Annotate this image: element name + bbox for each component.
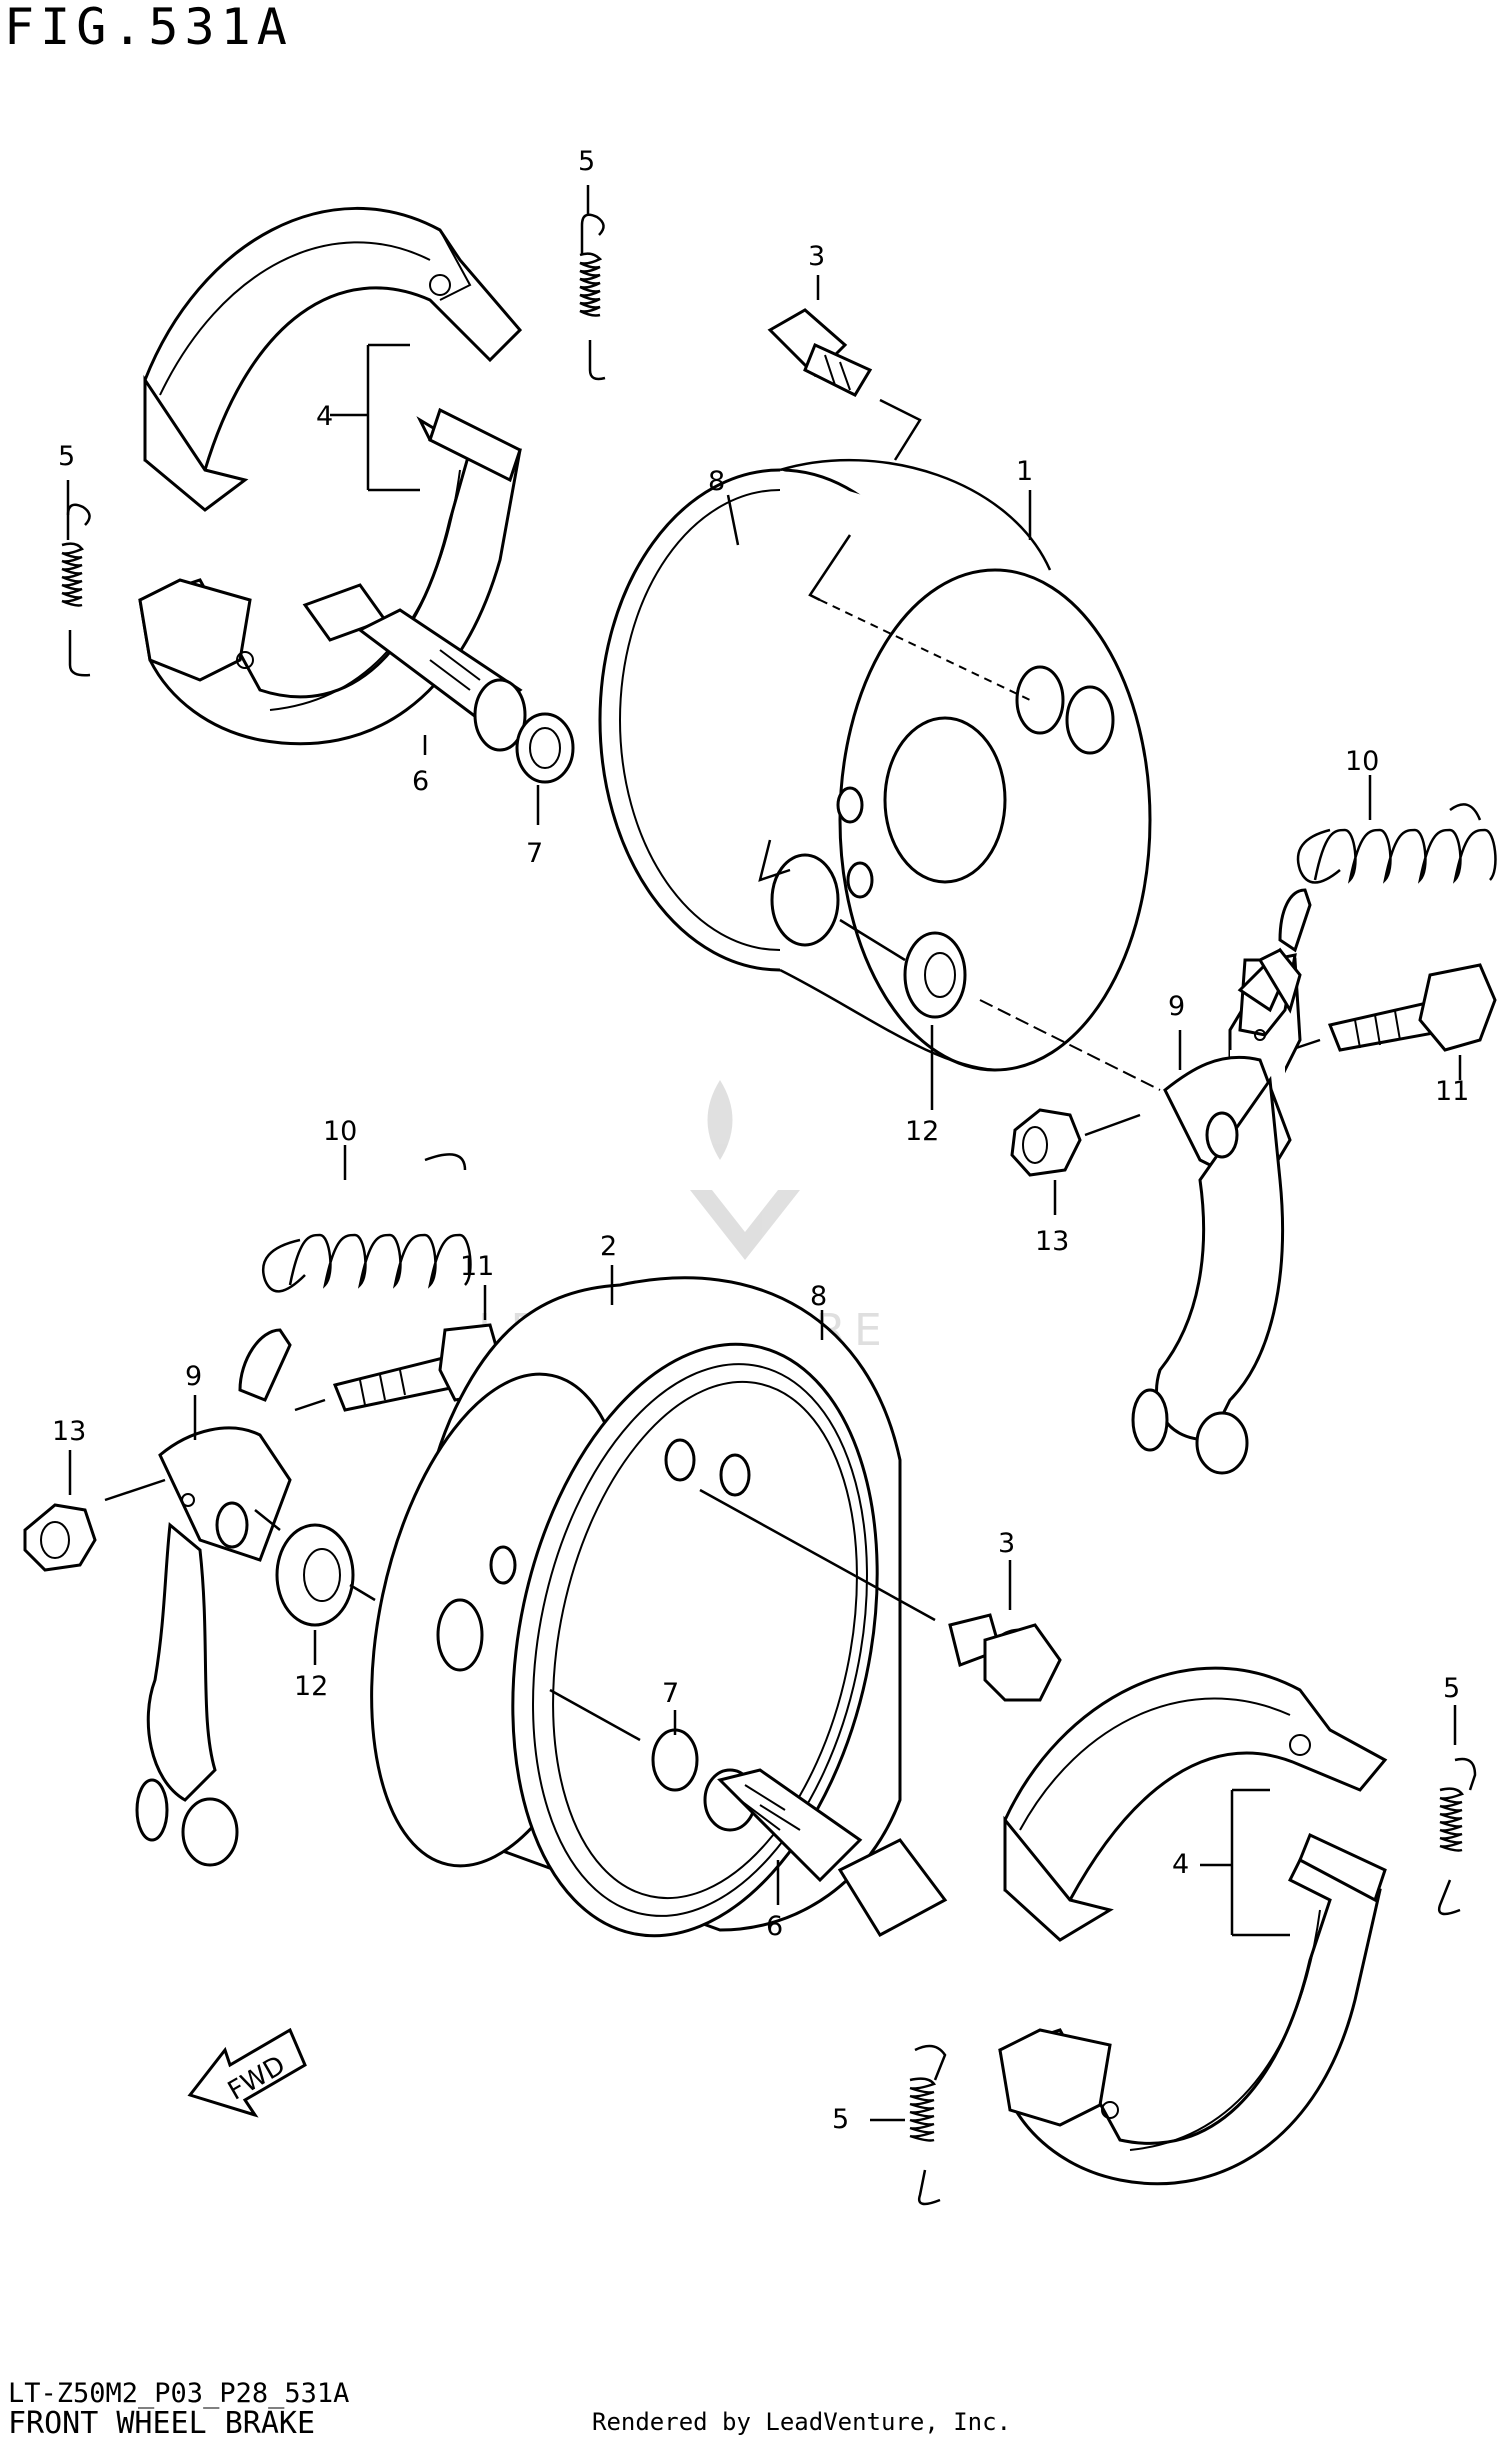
leader-4-a: [330, 343, 420, 492]
brake-shoe-upper-right: [1003, 1666, 1388, 1942]
figure-title: FIG.531A: [4, 0, 293, 56]
callout-11-b: 11: [460, 1251, 494, 1282]
nut-13-b: [23, 1503, 97, 1572]
drawing-code: LT-Z50M2_P03_P28_531A: [8, 2378, 350, 2409]
callout-4-b: 4: [1172, 1849, 1189, 1880]
guide-line-3-b: [699, 1488, 936, 1622]
guide-line-7-b: [549, 1688, 641, 1742]
callout-7-a: 7: [526, 838, 543, 869]
brake-shoe-lower-right: [998, 1832, 1387, 2186]
bolt-11-a: [1327, 963, 1497, 1052]
spring-5-b: [61, 503, 91, 677]
spring-10-b: [262, 1153, 472, 1293]
callout-5-c: 5: [1443, 1673, 1460, 1704]
callout-13-b: 13: [52, 1416, 86, 1447]
cam-lever-9-a: [1131, 888, 1312, 1475]
spring-5-a: [579, 213, 606, 381]
callout-2: 2: [600, 1231, 617, 1262]
callout-5-a: 5: [578, 146, 595, 177]
guide-dashed-line: [819, 599, 1031, 701]
leader-8-a-bracket: [808, 534, 852, 602]
callout-7-b: 7: [662, 1678, 679, 1709]
leader-13-a-line: [1084, 1113, 1141, 1137]
callout-10-a: 10: [1345, 746, 1379, 777]
figure-caption: FRONT WHEEL BRAKE: [8, 2406, 316, 2441]
bolt-3-a: [767, 308, 873, 397]
callout-3-a: 3: [808, 241, 825, 272]
leader-8-a: [726, 494, 740, 546]
callout-4-a: 4: [316, 401, 333, 432]
callout-10-b: 10: [323, 1116, 357, 1147]
cam-lever-9-b: [135, 1328, 292, 1867]
spring-5-d: [909, 2044, 947, 2206]
callout-3-b: 3: [998, 1528, 1015, 1559]
nut-13-a: [1010, 1108, 1082, 1177]
brake-panel-1: [598, 458, 1152, 1072]
spring-5-c: [1437, 1757, 1477, 1916]
callout-12-a: 12: [905, 1116, 939, 1147]
callout-13-a: 13: [1035, 1226, 1069, 1257]
leader-13-b-line: [104, 1478, 166, 1502]
leader-12-line: [839, 918, 906, 962]
callout-12-b: 12: [294, 1671, 328, 1702]
leader-guide-b: [254, 1509, 281, 1531]
rendered-by-credit: Rendered by LeadVenture, Inc.: [592, 2408, 1012, 2436]
brake-shoe-upper-left: [143, 206, 523, 512]
callout-6-b: 6: [766, 1911, 783, 1942]
callout-6-a: 6: [412, 766, 429, 797]
fwd-arrow-icon: FWD: [187, 2027, 307, 2118]
leader-12-b-line: [349, 1583, 376, 1602]
callout-5-d: 5: [832, 2104, 849, 2135]
callout-9-a: 9: [1168, 991, 1185, 1022]
callout-5-b: 5: [58, 441, 75, 472]
spring-10-a: [1296, 803, 1497, 884]
washer-7-a: [515, 712, 575, 784]
callout-1: 1: [1016, 456, 1033, 487]
guide-line-12: [979, 999, 1161, 1091]
bolt-3-b: [948, 1613, 1062, 1702]
callout-8-b: 8: [810, 1281, 827, 1312]
washer-12-a: [903, 931, 967, 1019]
camshaft-upper: [302, 583, 527, 752]
callout-9-b: 9: [185, 1361, 202, 1392]
leader-4-b: [1200, 1788, 1290, 1937]
callout-11-a: 11: [1435, 1076, 1469, 1107]
callout-8-a: 8: [708, 466, 725, 497]
camshaft-lower: [703, 1768, 948, 1937]
leader-11-b-line: [294, 1398, 326, 1412]
leader-3-a: [879, 398, 922, 461]
washer-12-b: [275, 1523, 355, 1627]
